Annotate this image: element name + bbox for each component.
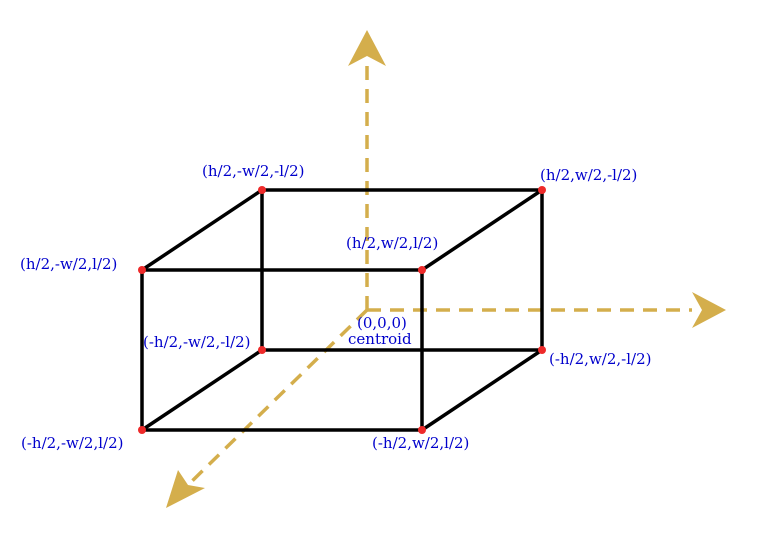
vertex-front-bottom-left — [138, 426, 146, 434]
label-back-bottom-right: (-h/2,w/2,-l/2) — [549, 350, 651, 368]
edge-connect-top-right — [420, 188, 544, 272]
label-front-top-right: (h/2,w/2,l/2) — [346, 234, 438, 252]
vertex-labels: (h/2,-w/2,-l/2) (h/2,w/2,-l/2) (h/2,-w/2… — [20, 162, 651, 452]
origin-label: (0,0,0) centroid — [348, 314, 412, 348]
label-front-top-left: (h/2,-w/2,l/2) — [20, 255, 117, 273]
origin-coords: (0,0,0) — [357, 314, 407, 332]
depth-axis-arrowhead — [166, 470, 205, 508]
label-back-top-right: (h/2,w/2,-l/2) — [540, 166, 637, 184]
label-front-bottom-left: (-h/2,-w/2,l/2) — [21, 434, 123, 452]
vertex-back-top-left — [258, 186, 266, 194]
vertex-back-bottom-right — [538, 346, 546, 354]
edge-connect-bottom-left — [140, 348, 264, 432]
origin-name: centroid — [348, 330, 412, 348]
edge-connect-bottom-right — [420, 348, 544, 432]
edge-connect-top-left — [140, 188, 264, 272]
depth-axis — [186, 308, 369, 487]
vertices — [138, 186, 546, 434]
label-front-bottom-right: (-h/2,w/2,l/2) — [372, 434, 469, 452]
vertex-back-top-right — [538, 186, 546, 194]
axes — [166, 30, 726, 508]
vertex-back-bottom-left — [258, 346, 266, 354]
vertex-front-bottom-right — [418, 426, 426, 434]
vertex-front-top-left — [138, 266, 146, 274]
horizontal-axis-arrowhead — [692, 292, 726, 328]
box-edges — [140, 188, 544, 432]
vertical-axis-arrowhead — [348, 30, 386, 66]
label-back-bottom-left: (-h/2,-w/2,-l/2) — [143, 333, 251, 351]
label-back-top-left: (h/2,-w/2,-l/2) — [202, 162, 304, 180]
vertex-front-top-right — [418, 266, 426, 274]
